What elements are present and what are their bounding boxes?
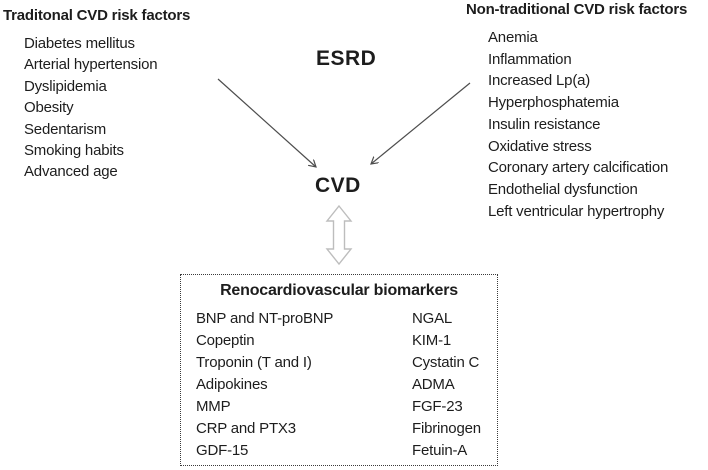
list-item: Fetuin-A	[412, 442, 468, 459]
list-item: MMP	[196, 398, 231, 415]
list-item: NGAL	[412, 310, 453, 327]
nontraditional-risk-factors-list: Anemia Inflammation Increased Lp(a) Hype…	[488, 27, 668, 222]
biomarkers-box: Renocardiovascular biomarkers BNP and NT…	[180, 274, 498, 466]
biomarkers-columns: BNP and NT-proBNP Copeptin Troponin (T a…	[181, 308, 497, 463]
list-item: Sedentarism	[24, 120, 107, 138]
list-item: Cystatin C	[412, 354, 480, 371]
list-item: Advanced age	[24, 163, 118, 181]
nontraditional-risk-factors-heading: Non-traditional CVD risk factors	[466, 1, 688, 18]
list-item: Oxidative stress	[488, 137, 592, 155]
list-item: Anemia	[488, 29, 538, 46]
list-item: Adipokines	[196, 376, 268, 393]
esrd-label: ESRD	[316, 47, 377, 70]
list-item: Dyslipidemia	[24, 77, 107, 95]
list-item: BNP and NT-proBNP	[196, 310, 334, 327]
list-item: GDF-15	[196, 442, 249, 459]
biomarkers-title: Renocardiovascular biomarkers	[220, 282, 458, 299]
list-item: Inflammation	[488, 50, 572, 68]
double-arrow-icon	[325, 204, 353, 266]
left-diagonal-arrow-icon	[217, 78, 316, 167]
list-item: Left ventricular hypertrophy	[488, 202, 665, 220]
list-item: ADMA	[412, 376, 455, 393]
cvd-label: CVD	[315, 174, 361, 197]
list-item: Coronary artery calcification	[488, 159, 669, 177]
list-item: Fibrinogen	[412, 420, 481, 437]
traditional-risk-factors-list: Diabetes mellitus Arterial hypertension …	[24, 33, 158, 183]
list-item: Hyperphosphatemia	[488, 94, 619, 112]
biomarkers-column-left: BNP and NT-proBNP Copeptin Troponin (T a…	[196, 308, 333, 462]
list-item: Arterial hypertension	[24, 56, 158, 74]
list-item: Endothelial dysfunction	[488, 180, 638, 198]
list-item: Obesity	[24, 99, 74, 117]
traditional-risk-factors-heading: Traditonal CVD risk factors	[3, 7, 191, 24]
list-item: Increased Lp(a)	[488, 72, 591, 90]
list-item: Troponin (T and I)	[196, 354, 312, 371]
right-diagonal-arrow-icon	[371, 82, 471, 164]
list-item: CRP and PTX3	[196, 420, 296, 437]
list-item: Diabetes mellitus	[24, 35, 135, 52]
list-item: Insulin resistance	[488, 115, 601, 133]
list-item: FGF-23	[412, 398, 463, 415]
list-item: Copeptin	[196, 332, 255, 349]
list-item: Smoking habits	[24, 142, 124, 160]
list-item: KIM-1	[412, 332, 452, 349]
biomarkers-column-right: NGAL KIM-1 Cystatin C ADMA FGF-23 Fibrin…	[412, 308, 481, 462]
